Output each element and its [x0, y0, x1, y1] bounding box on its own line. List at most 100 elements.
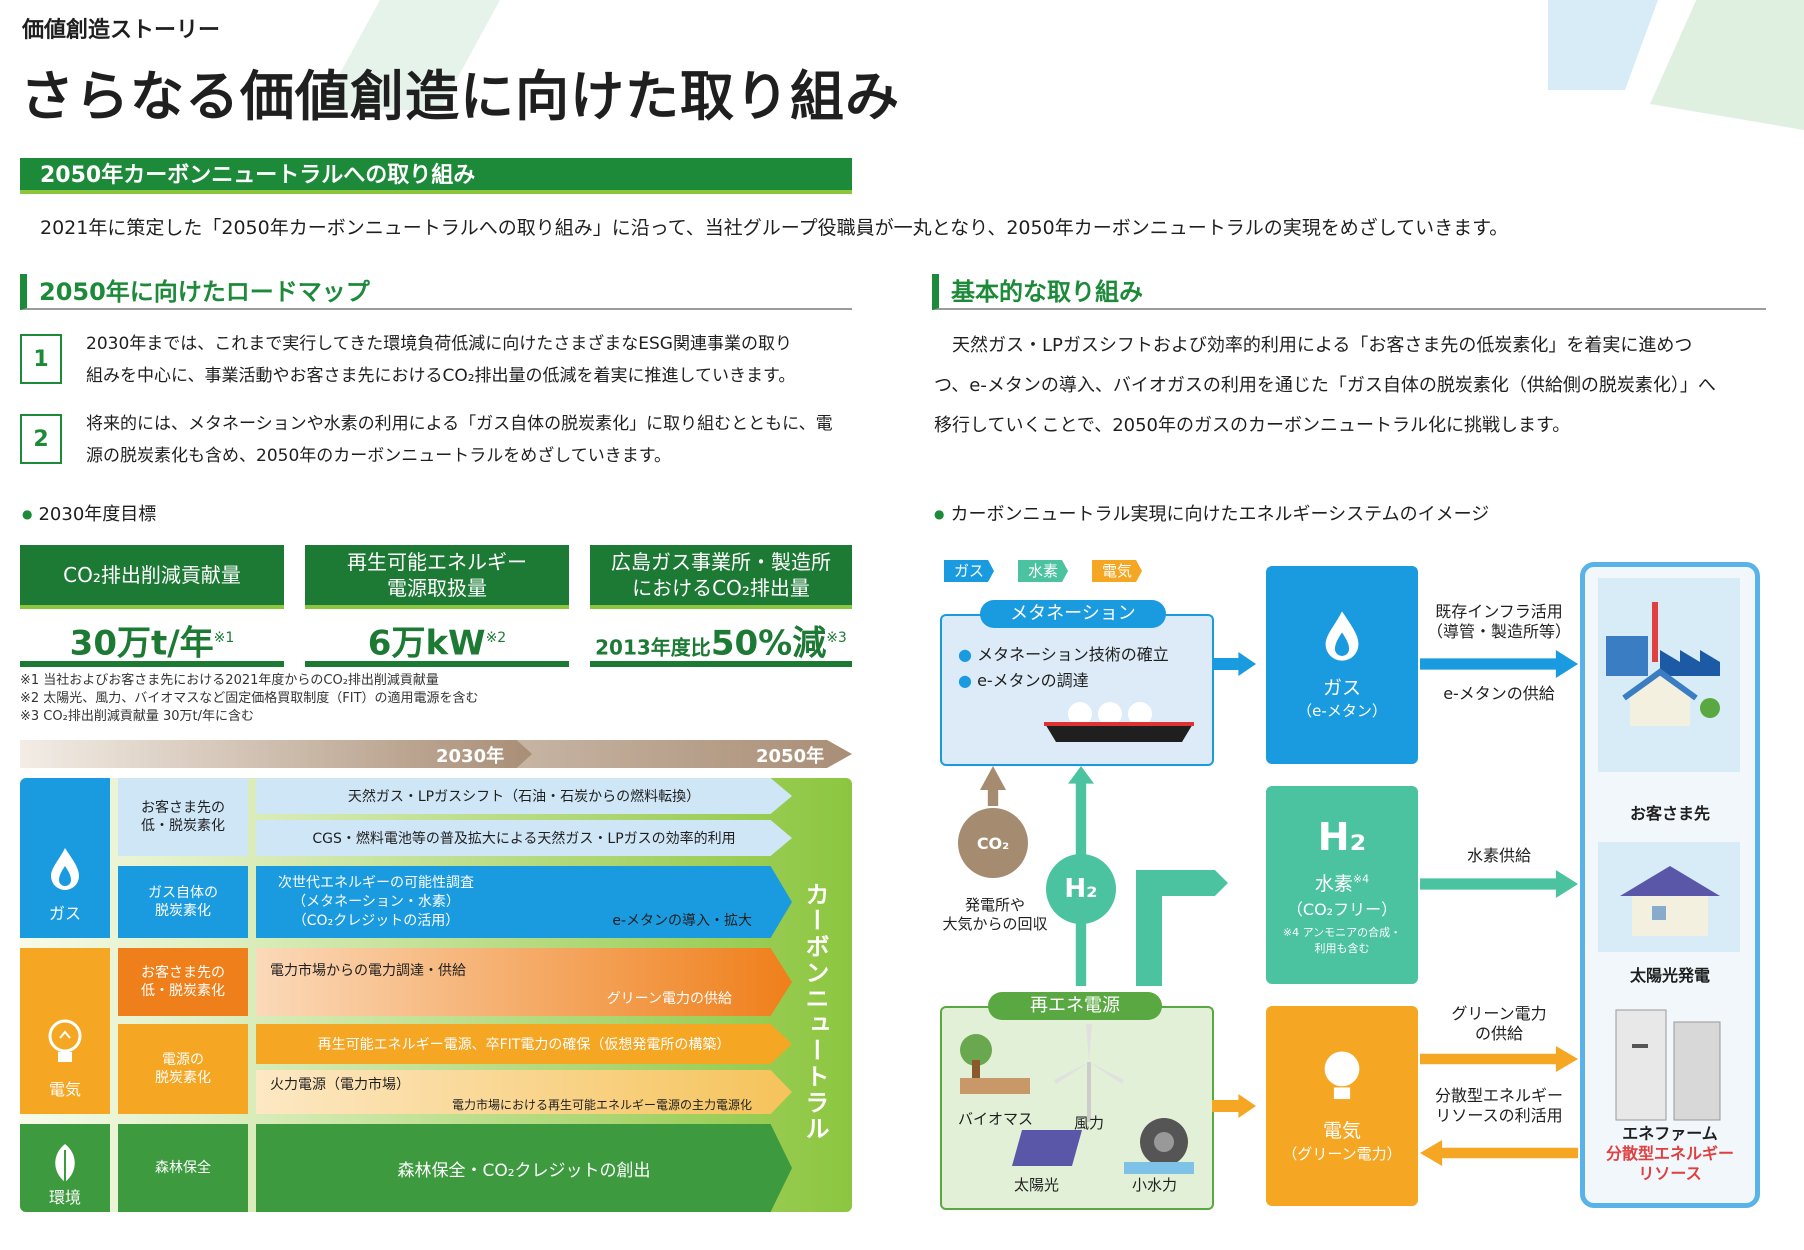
category-elec: 電気	[20, 948, 110, 1114]
methanation-item-1: ● メタネーション技術の確立	[958, 645, 1169, 664]
legend-gas: ガス	[944, 560, 995, 582]
decor-top-right-1	[1548, 0, 1658, 90]
target-head-1: CO₂排出削減貢献量	[20, 545, 284, 609]
elec-node-title: 電気	[1322, 1120, 1361, 1142]
bulb-icon	[48, 1019, 82, 1062]
target-value-1-mark: ※1	[213, 630, 235, 646]
carbon-neutral-label: カーボンニュートラル	[801, 882, 829, 1142]
hydro-wheel-icon	[1124, 1118, 1194, 1174]
section-heading-main: 2050年カーボンニュートラルへの取り組み	[20, 158, 852, 194]
elec-row-green: グリーン電力の供給	[606, 991, 732, 1007]
renewable-hydro: 小水力	[1132, 1176, 1178, 1194]
hydrogen-node-title-text: 水素	[1314, 872, 1353, 895]
roadmap-num-1: 1	[20, 334, 62, 384]
elec-row-thermal-text: 火力電源（電力市場）	[270, 1077, 410, 1093]
elec-row-renewable: 再生可能エネルギー電源、卒FIT電力の確保（仮想発電所の構築）	[256, 1024, 792, 1064]
arrow-co2-up	[980, 766, 1006, 806]
flow-emethane: e-メタンの供給	[1443, 684, 1555, 703]
hydrogen-node-mark: ※4	[1352, 872, 1370, 886]
target-value-3-mark: ※3	[826, 630, 847, 646]
target-note-2: ※2 太陽光、風力、バイオマスなど固定価格買取制度（FIT）の適用電源を含む	[20, 691, 479, 706]
env-sub-forest: 森林保全	[118, 1124, 248, 1212]
arrow-h2-customer	[1420, 870, 1578, 898]
co2-caption: 発電所や 大気からの回収	[940, 896, 1050, 934]
methanation-item-1-text: メタネーション技術の確立	[977, 645, 1169, 664]
solar-house-icon	[1620, 866, 1720, 936]
methanation-items: ● メタネーション技術の確立 ● e-メタンの調達	[958, 642, 1169, 694]
renewable-title: 再エネ電源	[988, 992, 1162, 1020]
roadmap-num-2: 2	[20, 414, 62, 464]
category-env-label: 環境	[48, 1188, 81, 1207]
solar-panel-icon	[1012, 1130, 1082, 1166]
biomass-icon	[960, 1034, 1030, 1094]
gas-row-next-text: 次世代エネルギーの可能性調査 （メタネーション・水素） （CO₂クレジットの活用…	[278, 874, 474, 931]
target-value-3-num: 50%減	[710, 623, 827, 664]
renewable-wind: 風力	[1074, 1114, 1105, 1132]
basic-line3: 移行していくことで、2050年のガスのカーボンニュートラル化に挑戦します。	[934, 415, 1571, 436]
category-elec-label: 電気	[48, 1080, 81, 1099]
hydrogen-node: H₂ 水素※4 （CO₂フリー） ※4 アンモニアの合成・ 利用も含む	[1266, 786, 1418, 984]
arrow-methanation-gas	[1212, 652, 1256, 676]
roadmap-heading: 2050年に向けたロードマップ	[20, 274, 852, 310]
hydrogen-node-title: 水素※4	[1315, 869, 1369, 896]
target-value-1-num: 30万t/年	[69, 623, 214, 664]
gas-row-next-line3: （CO₂クレジットの活用）	[292, 913, 460, 929]
co2-caption-1: 発電所や	[964, 896, 1025, 914]
renewable-solar: 太陽光	[1014, 1176, 1060, 1194]
customer-label-3: エネファーム 分散型エネルギー リソース	[1590, 1124, 1750, 1184]
target-head-2-line1: 再生可能エネルギー	[347, 550, 527, 574]
customer-label-3-text: エネファーム	[1622, 1124, 1718, 1143]
methanation-item-2-text: e-メタンの調達	[977, 671, 1089, 690]
roadmap-text-2: 将来的には、メタネーションや水素の利用による「ガス自体の脱炭素化」に取り組むとと…	[86, 408, 833, 472]
hydrogen-node-sub: （CO₂フリー）	[1286, 899, 1398, 919]
flow-infra-2: （導管・製造所等）	[1426, 622, 1571, 641]
roadmap-text-1-line1: 2030年までは、これまで実行してきた環境負荷低減に向けたさまざまなESG関連事…	[86, 334, 792, 354]
arrow-customer-elec	[1420, 1140, 1578, 1166]
h2-line-vert	[1136, 882, 1162, 986]
env-row-forest: 森林保全・CO₂クレジットの創出	[256, 1124, 792, 1212]
gas-row-next-line1: 次世代エネルギーの可能性調査	[278, 875, 474, 891]
gas-sub-decarbon: ガス自体の 脱炭素化	[118, 866, 248, 938]
enefarm-icon	[1615, 1009, 1721, 1121]
roadmap-text-1: 2030年までは、これまで実行してきた環境負荷低減に向けたさまざまなESG関連事…	[86, 328, 795, 392]
target-value-2-mark: ※2	[485, 630, 507, 646]
basic-line2: つ、e-メタンの導入、バイオガスの利用を通じた「ガス自体の脱炭素化（供給側の脱炭…	[934, 375, 1716, 396]
roadmap-text-2-line1: 将来的には、メタネーションや水素の利用による「ガス自体の脱炭素化」に取り組むとと…	[86, 414, 833, 434]
target-notes: ※1 当社およびお客さま先における2021年度からのCO₂排出削減貢献量 ※2 …	[20, 672, 479, 726]
target-head-2-line2: 電源取扱量	[387, 576, 487, 600]
target-head-3: 広島ガス事業所・製造所 におけるCO₂排出量	[590, 545, 852, 609]
flow-infra-1: 既存インフラ活用	[1435, 602, 1563, 621]
customer-label-4a: 分散型エネルギー	[1605, 1144, 1734, 1163]
elec-row-main-power: 電力市場における再生可能エネルギー電源の主力電源化	[451, 1098, 752, 1112]
category-gas-label: ガス	[48, 904, 81, 923]
elec-row-market: 電力市場からの電力調達・供給 グリーン電力の供給	[256, 948, 792, 1016]
intro-text: 2021年に策定した「2050年カーボンニュートラルへの取り組み」に沿って、当社…	[40, 217, 1509, 239]
arrow-renewable-elec	[1212, 1094, 1256, 1118]
lng-ship-icon	[1044, 702, 1194, 742]
roadmap-text-1-line2: 組みを中心に、事業活動やお客さま先におけるCO₂排出量の低減を着実に推進していき…	[86, 366, 796, 386]
co2-circle: CO₂	[958, 808, 1028, 878]
factory-building-icon	[1606, 602, 1720, 726]
gas-row-next-line2: （メタネーション・水素）	[292, 894, 460, 910]
roadmap-text-2-line2: 源の脱炭素化も含め、2050年のカーボンニュートラルをめざしていきます。	[86, 446, 672, 466]
flow-dist: 分散型エネルギー リソースの利活用	[1420, 1086, 1578, 1126]
flow-green-2: の供給	[1474, 1024, 1523, 1043]
target-value-2: 6万kW※2	[305, 609, 569, 667]
elec-bulb-icon	[1324, 1051, 1360, 1100]
flow-h2supply: 水素供給	[1466, 846, 1531, 865]
gas-row-shift: 天然ガス・LPガスシフト（石油・石炭からの燃料転換）	[256, 778, 792, 814]
elec-sub-decarbon: 電源の 脱炭素化	[118, 1024, 248, 1114]
energy-system-heading: カーボンニュートラル実現に向けたエネルギーシステムのイメージ	[934, 500, 1489, 526]
elec-row-thermal: 火力電源（電力市場） 電力市場における再生可能エネルギー電源の主力電源化	[256, 1070, 792, 1114]
methanation-title: メタネーション	[980, 600, 1166, 628]
flame-icon	[51, 848, 79, 890]
methanation-item-2: ● e-メタンの調達	[958, 671, 1089, 690]
timeline-segment-2030	[20, 740, 532, 768]
renewable-biomass: バイオマス	[958, 1110, 1034, 1128]
gas-node-sub: （e-メタン）	[1297, 702, 1387, 720]
flow-green: グリーン電力 の供給	[1420, 1004, 1578, 1044]
supertitle: 価値創造ストーリー	[22, 18, 221, 43]
hydrogen-node-big: H₂	[1317, 814, 1367, 859]
legend-elec: 電気	[1092, 560, 1143, 582]
target-head-2: 再生可能エネルギー 電源取扱量	[305, 545, 569, 609]
